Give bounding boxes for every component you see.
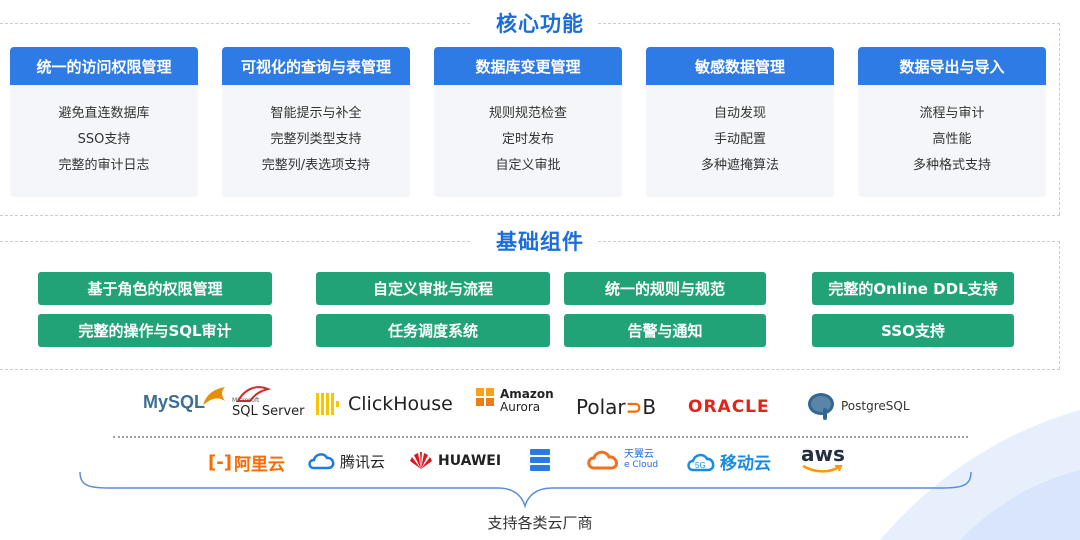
huawei-logo: HUAWEI <box>408 451 501 471</box>
component-sql-audit: 完整的操作与SQL审计 <box>38 314 272 347</box>
tianyi-bottom-text: e Cloud <box>624 460 659 470</box>
clickhouse-logo: ClickHouse <box>316 393 453 415</box>
card-item: 完整列/表选项支持 <box>261 158 371 173</box>
card-item: 定时发布 <box>501 132 554 147</box>
card-access: 统一的访问权限管理 避免直连数据库 SSO支持 完整的审计日志 <box>10 47 198 197</box>
clickhouse-text: ClickHouse <box>348 393 453 415</box>
footer-caption: 支持各类云厂商 <box>487 514 593 532</box>
sqlserver-text: SQL Server <box>232 404 305 419</box>
card-title: 敏感数据管理 <box>646 47 834 85</box>
card-query: 可视化的查询与表管理 智能提示与补全 完整列类型支持 完整列/表选项支持 <box>222 47 410 197</box>
polardb-text-c: B <box>642 395 657 419</box>
component-scheduler: 任务调度系统 <box>316 314 550 347</box>
frame-mid-line <box>0 215 1060 216</box>
core-cards: 统一的访问权限管理 避免直连数据库 SSO支持 完整的审计日志 可视化的查询与表… <box>10 47 1046 197</box>
card-title: 数据库变更管理 <box>434 47 622 85</box>
aliyun-text: 阿里云 <box>233 455 285 475</box>
frame-base-right-line <box>588 241 1060 242</box>
frame-right-line-1 <box>1059 23 1060 215</box>
sqlserver-small-text: Microsoft <box>232 397 260 404</box>
aws-logo: aws <box>801 444 845 474</box>
frame-right-line-2 <box>1059 241 1060 369</box>
frame-top-left-line <box>0 23 470 24</box>
mysql-logo-text: MySQL <box>143 392 206 412</box>
polardb-text-a: Polar <box>576 395 626 419</box>
card-sensitive: 敏感数据管理 自动发现 手动配置 多种遮掩算法 <box>646 47 834 197</box>
jd-cloud-logo <box>528 447 552 473</box>
card-item: 多种遮掩算法 <box>700 158 779 173</box>
logo-separator <box>113 436 968 438</box>
card-export: 数据导出与导入 流程与审计 高性能 多种格式支持 <box>858 47 1046 197</box>
card-item: 高性能 <box>932 132 972 147</box>
aurora-logo: Amazon Aurora <box>474 386 554 416</box>
mobile-cloud-logo: 5G 移动云 <box>686 449 771 474</box>
component-sso: SSO支持 <box>812 314 1014 347</box>
base-title: 基础组件 <box>0 226 1080 256</box>
tianyi-top-text: 天翼云 <box>624 449 654 460</box>
aws-text: aws <box>801 442 845 466</box>
core-title: 核心功能 <box>0 8 1080 38</box>
tencent-text: 腾讯云 <box>340 452 386 471</box>
card-item: 手动配置 <box>713 132 766 147</box>
frame-base-left-line <box>0 241 470 242</box>
card-title: 统一的访问权限管理 <box>10 47 198 85</box>
mobile-5g-text: 5G <box>695 461 706 470</box>
component-online-ddl: 完整的Online DDL支持 <box>812 272 1014 305</box>
dolphin-icon <box>203 386 226 405</box>
mobile-cloud-icon: 5G <box>687 453 715 471</box>
aurora-bottom-text: Aurora <box>500 400 541 414</box>
polardb-logo: Polar ⊃ B <box>576 395 656 419</box>
mobile-cloud-text: 移动云 <box>720 454 771 474</box>
oracle-text: ORACLE <box>688 397 770 417</box>
card-change: 数据库变更管理 规则规范检查 定时发布 自定义审批 <box>434 47 622 197</box>
elephant-icon <box>808 393 834 420</box>
component-rbac: 基于角色的权限管理 <box>38 272 272 305</box>
component-rules: 统一的规则与规范 <box>564 272 766 305</box>
huawei-text: HUAWEI <box>438 453 502 469</box>
frame-bottom-line <box>0 369 1060 370</box>
oracle-logo: ORACLE <box>688 397 770 417</box>
card-item: 流程与审计 <box>919 106 985 121</box>
tencent-cloud-icon <box>308 453 335 470</box>
component-approval: 自定义审批与流程 <box>316 272 550 305</box>
card-item: 智能提示与补全 <box>270 106 362 121</box>
card-item: 完整列类型支持 <box>270 132 362 147</box>
clickhouse-icon <box>316 393 339 415</box>
aws-smile-icon <box>802 464 843 473</box>
tianyi-cloud-icon <box>587 450 618 470</box>
tencent-logo: 腾讯云 <box>306 450 385 472</box>
aurora-icon <box>476 388 494 406</box>
mysql-logo: MySQL <box>143 386 229 413</box>
card-item: 避免直连数据库 <box>58 106 150 121</box>
card-title: 数据导出与导入 <box>858 47 1046 85</box>
component-alerts: 告警与通知 <box>564 314 766 347</box>
postgres-text: PostgreSQL <box>841 399 910 413</box>
huawei-flower-icon <box>410 452 432 469</box>
sqlserver-logo: Microsoft SQL Server <box>232 383 305 419</box>
card-item: 自动发现 <box>713 106 766 121</box>
card-title: 可视化的查询与表管理 <box>222 47 410 85</box>
aurora-top-text: Amazon <box>500 387 554 401</box>
card-item: 完整的审计日志 <box>58 158 150 173</box>
tianyi-logo: 天翼云 e Cloud <box>586 448 658 472</box>
postgres-logo: PostgreSQL <box>805 390 910 422</box>
card-item: 自定义审批 <box>495 158 561 173</box>
aliyun-icon: [-] <box>208 452 232 473</box>
card-item: 多种格式支持 <box>912 158 991 173</box>
card-item: SSO支持 <box>77 132 131 147</box>
sqlserver-icon <box>236 386 272 402</box>
aliyun-logo: [-] 阿里云 <box>208 450 285 475</box>
frame-top-right-line <box>588 23 1060 24</box>
server-stack-icon <box>530 449 550 471</box>
card-item: 规则规范检查 <box>488 106 567 121</box>
polardb-text-b: ⊃ <box>625 395 643 419</box>
bottom-brace <box>79 471 972 509</box>
